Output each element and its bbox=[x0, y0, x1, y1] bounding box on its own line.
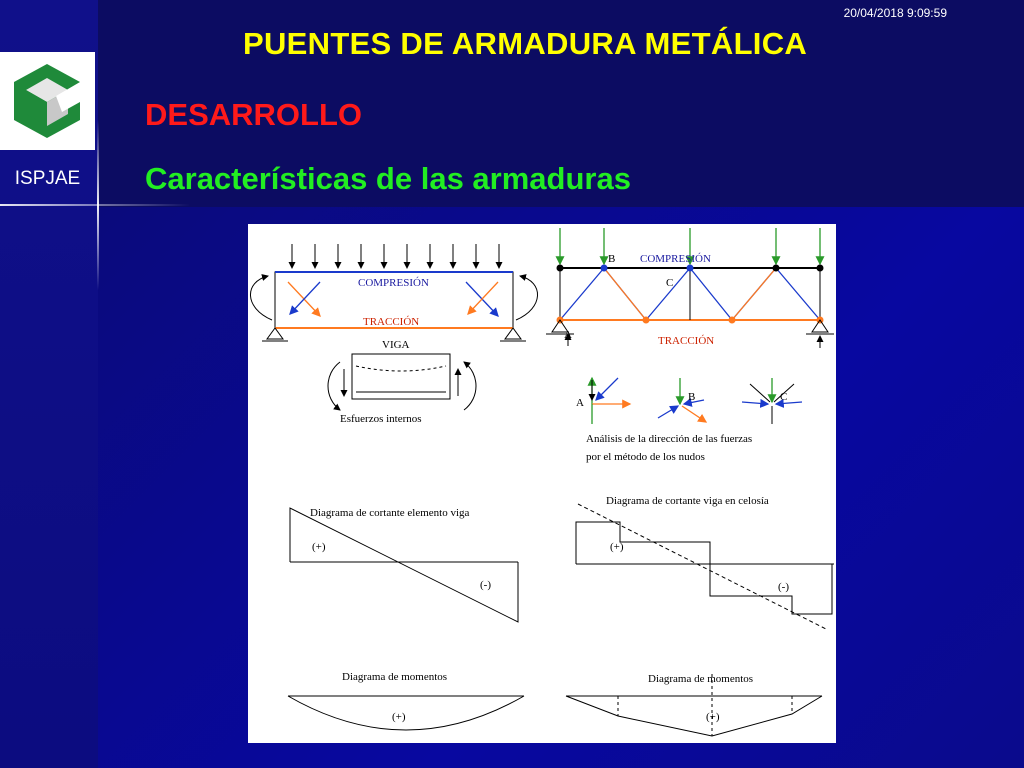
truss-node-b-label: B bbox=[608, 253, 615, 265]
shear-beam-title: Diagrama de cortante elemento viga bbox=[310, 507, 470, 519]
slide-timestamp: 20/04/2018 9:09:59 bbox=[843, 6, 947, 20]
shear-beam-positive: (+) bbox=[312, 541, 326, 553]
shear-truss-positive: (+) bbox=[610, 541, 624, 553]
org-name: ISPJAE bbox=[14, 168, 81, 189]
internal-forces-label: Esfuerzos internos bbox=[340, 413, 422, 425]
moment-beam-positive: (+) bbox=[392, 711, 406, 723]
moment-truss-title: Diagrama de momentos bbox=[648, 673, 753, 685]
slide-title: PUENTES DE ARMADURA METÁLICA bbox=[243, 26, 808, 61]
moment-truss-positive: (+) bbox=[706, 711, 720, 723]
shear-truss-diagram: Diagrama de cortante viga en celosía (+)… bbox=[575, 495, 834, 631]
node-a-label: A bbox=[576, 397, 584, 409]
truss-compression-label: COMPRESIÓN bbox=[640, 253, 711, 265]
shear-truss-title: Diagrama de cortante viga en celosía bbox=[606, 495, 769, 507]
node-analysis-diagram: A B C Análisis de la dirección de las fu… bbox=[576, 376, 803, 463]
beam-element-diagram: VIGA Esfuerzos internos bbox=[327, 339, 477, 425]
node-analysis-caption-2: por el método de los nudos bbox=[586, 451, 705, 463]
beam-compression-label: COMPRESIÓN bbox=[358, 277, 429, 289]
beam-diagram: COMPRESIÓN TRACCIÓN bbox=[250, 244, 538, 342]
node-b-label: B bbox=[688, 391, 695, 403]
header-band bbox=[0, 0, 1024, 207]
moment-beam-diagram: Diagrama de momentos (+) bbox=[287, 671, 525, 731]
slide-subtitle: Características de las armaduras bbox=[145, 161, 631, 196]
section-heading: DESARROLLO bbox=[145, 97, 362, 132]
decor-horizontal-line bbox=[0, 204, 190, 206]
truss-node-a-label: A bbox=[564, 329, 572, 341]
shear-truss-negative: (-) bbox=[778, 581, 789, 593]
decor-vertical-line bbox=[97, 120, 99, 290]
node-analysis-caption-1: Análisis de la dirección de las fuerzas bbox=[586, 433, 752, 445]
truss-diagram: COMPRESIÓN TRACCIÓN A B C bbox=[546, 228, 834, 348]
truss-characteristics-figure: COMPRESIÓN TRACCIÓN VIGA Esfuerzos inter… bbox=[248, 224, 836, 743]
truss-tension-label: TRACCIÓN bbox=[658, 335, 714, 347]
figure-drawing: COMPRESIÓN TRACCIÓN VIGA Esfuerzos inter… bbox=[250, 228, 834, 737]
moment-beam-title: Diagrama de momentos bbox=[342, 671, 447, 683]
node-c-label: C bbox=[780, 391, 787, 403]
ispjae-logo bbox=[0, 52, 95, 150]
shear-beam-diagram: Diagrama de cortante elemento viga (+) (… bbox=[289, 507, 519, 623]
beam-element-label: VIGA bbox=[382, 339, 410, 351]
moment-truss-diagram: Diagrama de momentos (+) bbox=[565, 673, 823, 737]
logo-cube-icon bbox=[14, 64, 80, 138]
truss-node-c-label: C bbox=[666, 277, 673, 289]
shear-beam-negative: (-) bbox=[480, 579, 491, 591]
beam-tension-label: TRACCIÓN bbox=[363, 316, 419, 328]
